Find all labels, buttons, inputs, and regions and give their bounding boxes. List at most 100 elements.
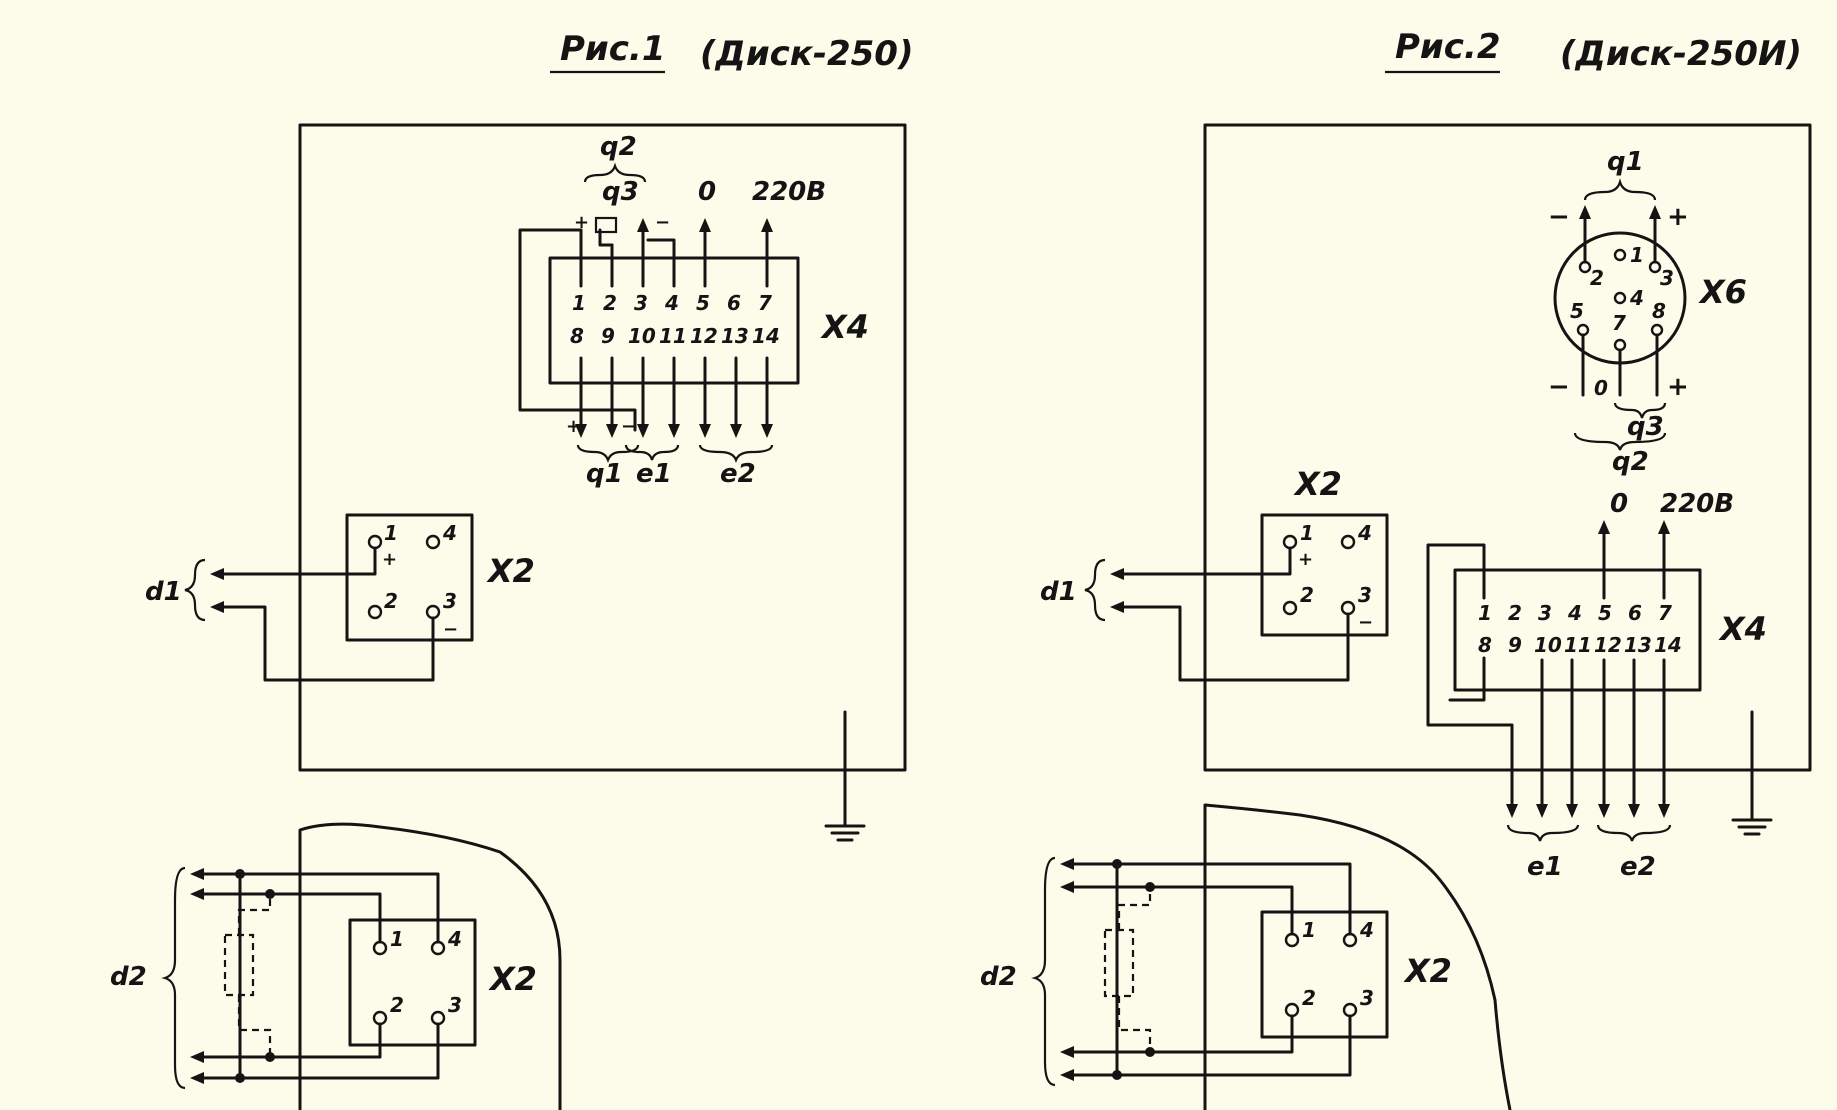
fig2-x2-pin-2 (1282, 600, 1298, 616)
fig2-x2-pin-1 (1282, 534, 1298, 550)
fig1-x2-connector (345, 513, 474, 642)
fig2-x6-pin-label: 1 (1630, 243, 1644, 267)
fig2-x2b-pin-label: 2 (1302, 986, 1316, 1010)
fig2-x2b-pin-1 (1284, 932, 1300, 948)
fig2-x6-pin-label: 2 (1590, 266, 1604, 290)
fig2-x4-pin: 11 (1564, 633, 1592, 657)
fig2-x2b-pin-label: 3 (1360, 986, 1374, 1010)
fig1-junction (235, 869, 245, 879)
fig1-x2-pin-label: 2 (384, 589, 398, 613)
fig1-x2-pin-label: 1 (384, 521, 398, 545)
fig2-x2-pin-label: 2 (1300, 583, 1314, 607)
fig2-x2b-connector (1260, 910, 1389, 1039)
fig2-x4-pin: 9 (1508, 633, 1522, 657)
fig1-x2b-pin-4 (430, 940, 446, 956)
fig2-arrow (1579, 205, 1591, 219)
fig1-x4-pin: 2 (603, 291, 617, 315)
fig1-x4-pin: 13 (721, 324, 749, 348)
fig1-q2-label: q2 (600, 132, 637, 162)
fig2-x4-pin: 7 (1658, 601, 1672, 625)
fig1-x2-plus: + (382, 549, 397, 570)
fig2-x4-pin: 3 (1538, 601, 1552, 625)
fig2-junction (1112, 859, 1122, 869)
fig2-d1-wires (1118, 546, 1350, 682)
fig2-arrow (1598, 520, 1610, 534)
fig1-volt-label: 220В (752, 177, 826, 207)
fig2-subtitle: (Диск-250И) (1560, 34, 1802, 74)
fig2-junction (1112, 1070, 1122, 1080)
fig1-e1-label: e1 (636, 459, 672, 489)
fig1-zero-label: 0 (698, 177, 716, 207)
fig1-x4-pin: 14 (752, 324, 780, 348)
fig2-q2-label: q2 (1612, 447, 1649, 477)
fig2-arrow (1658, 520, 1670, 534)
fig2-caption: Рис.2 (1395, 27, 1500, 67)
fig2-x6-plus-bottom: + (1667, 372, 1689, 402)
fig1-x2-minus: − (443, 619, 458, 640)
fig2-x4-leads (1426, 528, 1666, 812)
fig1-x4-bottom-leads (579, 356, 769, 432)
fig2-x4-pins-top: 1 2 3 4 5 6 7 (1478, 601, 1672, 625)
fig1-x4-pin: 9 (601, 324, 615, 348)
fig1-x4-pins-top: 1 2 3 4 5 6 7 (572, 291, 772, 315)
fig2-x6-zero: 0 (1594, 376, 1608, 400)
fig2-q1-label: q1 (1607, 147, 1644, 177)
fig2-panel-cutout (1203, 803, 1512, 1110)
fig2-q1-brace (1583, 178, 1657, 201)
fig2-arrow (1649, 205, 1661, 219)
fig1-caption: Рис.1 (560, 29, 665, 69)
fig2-x2-pin-label: 3 (1358, 583, 1372, 607)
fig1-arrow (637, 218, 649, 232)
fig2-volt-label: 220В (1660, 489, 1734, 519)
fig1-x2-pin-4 (425, 534, 441, 550)
fig1-arrow (210, 568, 224, 580)
fig1-minus-sign-bottom: − (621, 416, 636, 437)
fig1-x2b-pin-3 (430, 1010, 446, 1026)
fig1-x4-top-leads (518, 223, 769, 432)
fig2-e2-brace (1596, 824, 1672, 842)
fig1-x2b-label: X2 (488, 960, 537, 998)
fig2-d1-label: d1 (1040, 577, 1077, 607)
fig1-arrow (761, 218, 773, 232)
fig2-arrow (1110, 601, 1124, 613)
fig2-x2b-pin-label: 1 (1302, 918, 1316, 942)
fig2-x4-pin: 12 (1594, 633, 1622, 657)
fig1-e1-brace (624, 444, 680, 461)
fig1-x2b-connector (348, 918, 477, 1047)
fig1-e2-brace (698, 444, 774, 464)
fig1-x4-pin: 12 (690, 324, 718, 348)
fig1-x2-label: X2 (486, 552, 535, 590)
fig1-x4-pin: 4 (664, 291, 679, 315)
fig2-d2-brace (1031, 856, 1056, 1087)
fig1-d2-arrows (190, 868, 204, 1084)
fig2-d2-arrows (1060, 858, 1074, 1081)
fig2-x6-label: X6 (1698, 273, 1747, 311)
fig1-q2-brace (583, 162, 647, 183)
fig1-minus-sign: − (655, 212, 670, 233)
fig2-d2-label: d2 (980, 962, 1017, 992)
fig2-e1-label: e1 (1527, 852, 1563, 882)
fig1-x2b-pin-1 (372, 940, 388, 956)
fig2-x6-minus: − (1548, 202, 1570, 232)
fig2-x2b-pin-3 (1342, 1002, 1358, 1018)
fig2-x2b-pin-label: 4 (1359, 918, 1374, 942)
fig2-x4-pin: 14 (1654, 633, 1682, 657)
fig1-d1-brace (184, 558, 206, 622)
fig1-x2-pin-3 (425, 604, 441, 620)
fig2-device-frame (1203, 123, 1812, 772)
fig2-x2-label: X2 (1293, 465, 1342, 503)
fig2-x4-pin: 4 (1567, 601, 1582, 625)
fig2-x4-pin: 6 (1628, 601, 1642, 625)
fig2-x4-pin: 1 (1478, 601, 1492, 625)
fig1-junction (265, 889, 275, 899)
fig1-d2-label: d2 (110, 962, 147, 992)
fig1-plus-sign-bottom: + (566, 416, 581, 437)
fig1-x4-pin: 11 (659, 324, 687, 348)
fig1-x2-pin-label: 3 (443, 589, 457, 613)
fig1-x2b-pin-label: 4 (447, 927, 462, 951)
fig2-x6-pin-label: 3 (1660, 266, 1674, 290)
fig1-x4-pin: 5 (696, 291, 710, 315)
fig1-x2-pin-1 (367, 534, 383, 550)
fig1-panel-cutout (298, 822, 562, 1110)
